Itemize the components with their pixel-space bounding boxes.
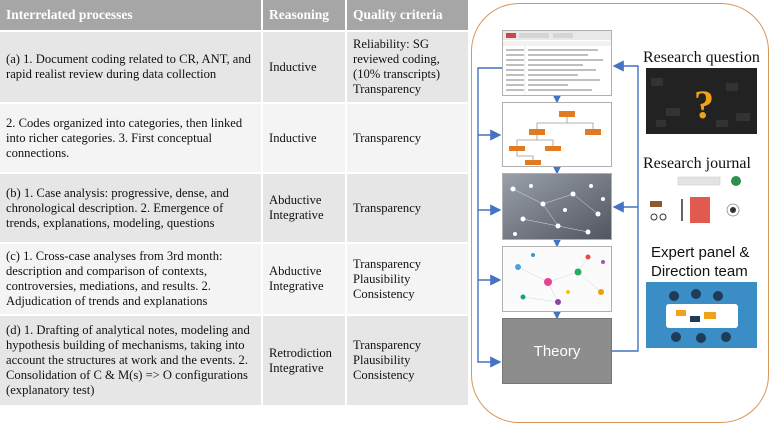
header-reasoning: Reasoning	[262, 0, 347, 31]
cell-process: (b) 1. Case analysis: progressive, dense…	[0, 172, 263, 243]
cell-quality: Reliability: SG reviewed coding, (10% tr…	[346, 30, 470, 103]
hierarchy-icon	[509, 111, 601, 165]
table-header-row: Interrelated processes Reasoning Quality…	[0, 0, 470, 31]
case-network-image	[502, 173, 612, 240]
research-question-label: Research question	[643, 49, 760, 66]
cell-reasoning: Inductive	[262, 102, 347, 173]
process-frame	[471, 3, 769, 423]
cell-quality: Transparency	[346, 102, 470, 173]
cell-process: (d) 1. Drafting of analytical notes, mod…	[0, 314, 263, 405]
table-row: (c) 1. Cross-case analyses from 3rd mont…	[0, 242, 470, 315]
cell-reasoning: Abductive Integrative	[262, 242, 347, 315]
table-row: 2. Codes organized into categories, then…	[0, 102, 470, 173]
process-table: Interrelated processes Reasoning Quality…	[0, 0, 470, 405]
cell-process: (c) 1. Cross-case analyses from 3rd mont…	[0, 242, 263, 315]
cell-quality: Transparency Plausibility Consistency	[346, 314, 470, 405]
cell-quality: Transparency Plausibility Consistency	[346, 242, 470, 315]
arrow-right-bracket	[612, 60, 639, 352]
cell-reasoning: Inductive	[262, 30, 347, 103]
cross-case-network-image	[502, 246, 612, 312]
header-quality: Quality criteria	[346, 0, 470, 31]
people-network-icon	[503, 174, 611, 239]
cell-quality: Transparency	[346, 172, 470, 243]
table-row: (d) 1. Drafting of analytical notes, mod…	[0, 314, 470, 405]
table-row: (a) 1. Document coding related to CR, AN…	[0, 30, 470, 103]
cell-reasoning: Abductive Integrative	[262, 172, 347, 243]
expert-panel-label: Expert panel & Direction team	[651, 244, 750, 280]
cell-process: 2. Codes organized into categories, then…	[0, 102, 263, 173]
research-journal-image	[646, 173, 757, 227]
research-journal-label: Research journal	[643, 155, 751, 172]
theory-label: Theory	[533, 342, 581, 360]
theory-box: Theory	[502, 318, 612, 384]
categories-hierarchy-image	[502, 102, 612, 167]
expert-panel-image	[646, 282, 757, 348]
meeting-table-icon	[646, 282, 757, 348]
question-mark-icon: ?	[646, 68, 757, 134]
svg-text:?: ?	[694, 82, 714, 127]
arrow-left-bracket	[477, 67, 502, 368]
desk-items-icon	[650, 176, 741, 223]
table-row: (b) 1. Case analysis: progressive, dense…	[0, 172, 470, 243]
cell-process: (a) 1. Document coding related to CR, AN…	[0, 30, 263, 103]
cell-reasoning: Retrodiction Integrative	[262, 314, 347, 405]
header-processes: Interrelated processes	[0, 0, 263, 31]
dots-network-icon	[515, 253, 605, 305]
spreadsheet-icon	[503, 31, 611, 95]
coding-spreadsheet-image	[502, 30, 612, 96]
research-question-image: ?	[646, 68, 757, 134]
